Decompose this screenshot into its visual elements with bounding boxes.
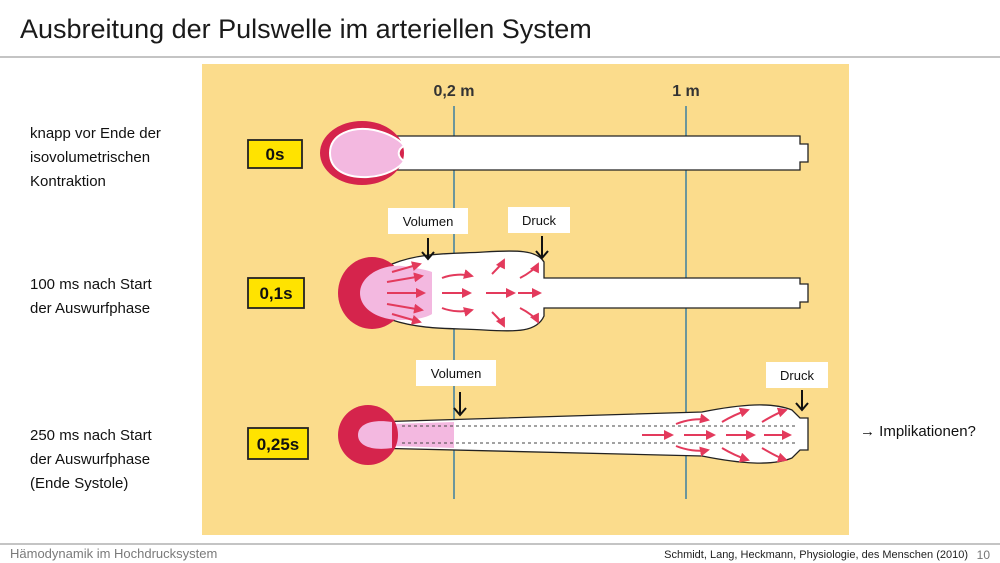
- row-label-line: Kontraktion: [30, 173, 106, 190]
- time-badge-label: 0,25s: [257, 435, 300, 454]
- row-label-line: der Auswurfphase: [30, 451, 151, 468]
- blood-volume: [392, 422, 454, 448]
- row-label-0s: knapp vor Ende der isovolumetrischen Kon…: [30, 122, 161, 194]
- row-label-line: der Auswurfphase: [30, 300, 151, 317]
- row-01s-diagram: 0,1s Volumen Druck: [247, 207, 809, 332]
- row-label-line: isovolumetrischen: [30, 149, 151, 166]
- row-label-line: 100 ms nach Start: [30, 276, 152, 293]
- volumen-arrow-icon: [453, 392, 467, 417]
- row-0s-diagram: 0s: [247, 121, 809, 185]
- druck-arrow-icon: [795, 390, 809, 412]
- time-badge: [247, 427, 309, 460]
- title-divider: [0, 56, 1000, 58]
- page-number: 10: [976, 548, 990, 562]
- druck-callout: [766, 362, 828, 388]
- volumen-arrow-icon: [421, 238, 435, 261]
- flow-arrows: [642, 407, 792, 463]
- time-badge: [247, 139, 303, 169]
- slide-title: Ausbreitung der Pulswelle im arteriellen…: [20, 14, 592, 44]
- row-label-01s: 100 ms nach Start der Auswurfphase: [30, 273, 152, 321]
- druck-label: Druck: [522, 213, 556, 228]
- footer-topic: Hämodynamik im Hochdrucksystem: [10, 546, 218, 561]
- pulse-wave-figure: 0,2 m 1 m 0s 0,1s: [202, 64, 849, 535]
- implications-note: → Implikationen?: [860, 423, 976, 440]
- row-label-line: knapp vor Ende der: [30, 125, 161, 142]
- row-025s-diagram: 0,25s Volumen Druck: [247, 360, 828, 465]
- marker-label-02m: 0,2 m: [434, 83, 475, 100]
- time-badge-label: 0,1s: [259, 284, 292, 303]
- row-label-line: 250 ms nach Start: [30, 427, 152, 444]
- row-label-line: (Ende Systole): [30, 475, 129, 492]
- flow-arrows: [386, 258, 542, 328]
- volumen-callout: [388, 208, 468, 234]
- artery-tube: [371, 135, 809, 171]
- time-badge-label: 0s: [266, 145, 285, 164]
- volumen-label: Volumen: [403, 214, 454, 229]
- druck-label: Druck: [780, 368, 814, 383]
- time-badge: [247, 277, 305, 309]
- druck-callout: [508, 207, 570, 233]
- druck-arrow-icon: [535, 236, 549, 260]
- volumen-callout: [416, 360, 496, 386]
- volumen-label: Volumen: [431, 366, 482, 381]
- row-label-025s: 250 ms nach Start der Auswurfphase (Ende…: [30, 424, 152, 496]
- blood-volume: [328, 128, 406, 179]
- blood-volume: [358, 421, 392, 449]
- footer-citation: Schmidt, Lang, Heckmann, Physiologie, de…: [664, 549, 968, 561]
- marker-label-1m: 1 m: [672, 83, 700, 100]
- footer-divider: [0, 543, 1000, 545]
